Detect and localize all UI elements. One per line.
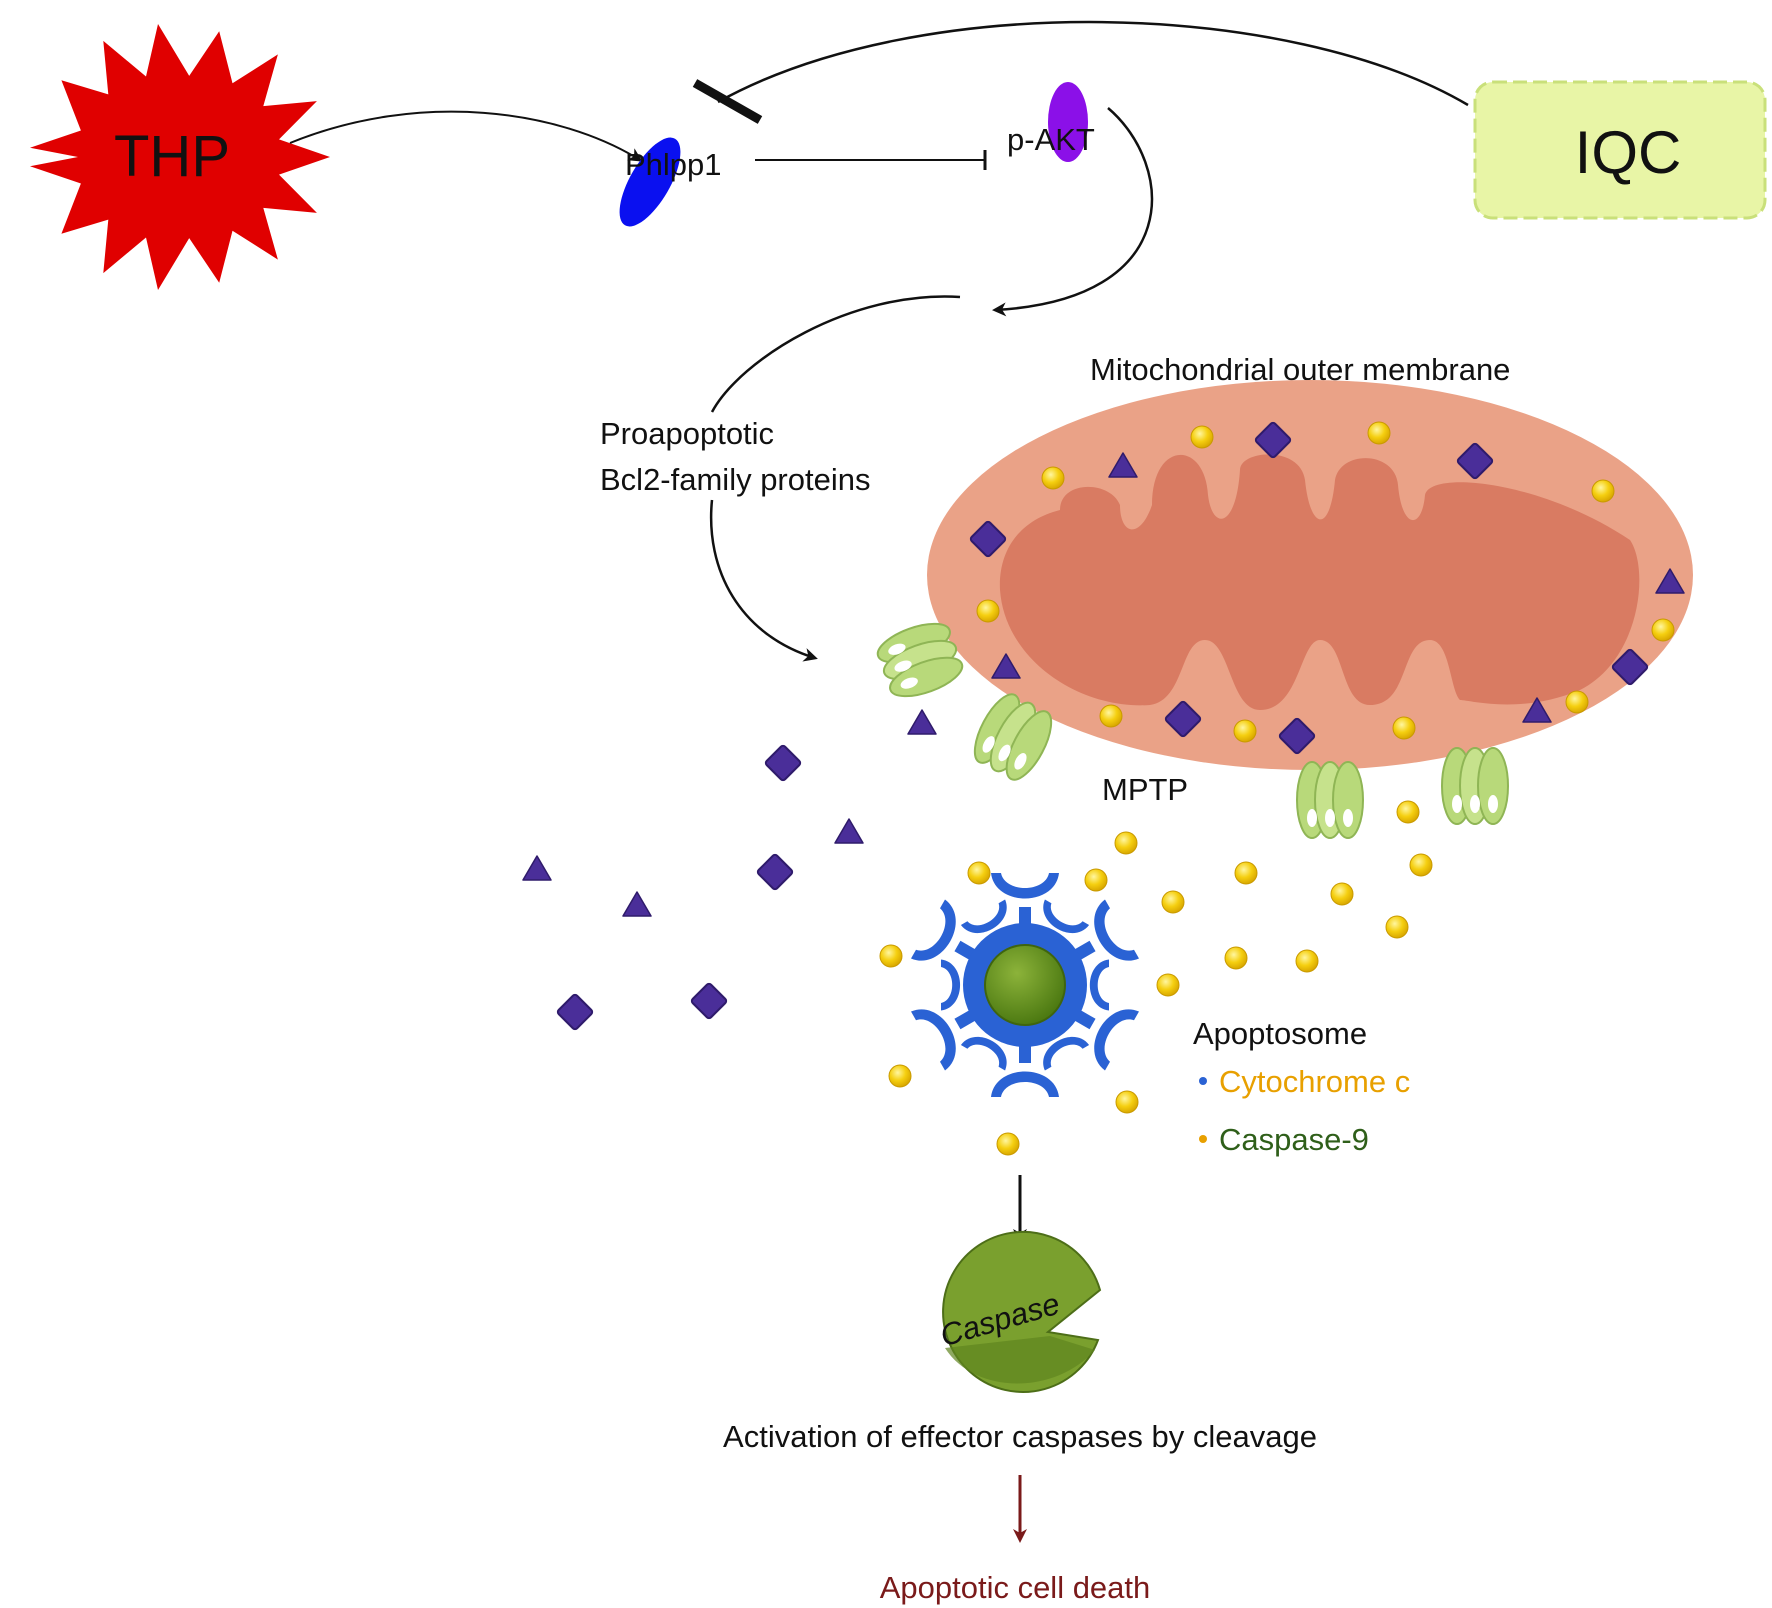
cytochrome-c-legend: Cytochrome c	[1219, 1064, 1410, 1099]
pakt-to-bcl2-arrow	[992, 107, 1154, 317]
caspase9-core	[984, 944, 1066, 1026]
cytochrome-c-dot	[1392, 716, 1416, 740]
mptp-pore	[1441, 747, 1509, 825]
iqc-label: IQC	[1575, 119, 1682, 186]
mptp-pore	[1296, 761, 1364, 839]
cytochrome-c-dot	[1233, 719, 1257, 743]
cytochrome-c-dot	[888, 1064, 912, 1088]
cytochrome-c-dot	[1115, 1090, 1139, 1114]
cytochrome-c-dot	[1565, 690, 1589, 714]
cytochrome-c-dot	[879, 944, 903, 968]
diamond-molecule	[755, 852, 795, 892]
bcl2-to-mito-arrow	[709, 499, 818, 662]
cytochrome-c-dot	[1099, 704, 1123, 728]
inhibition-bar-phlpp1	[692, 79, 763, 124]
cytochrome-c-dot	[1190, 425, 1214, 449]
diamond-molecule	[763, 743, 803, 783]
phlpp1-molecule	[619, 137, 681, 227]
activation-label: Activation of effector caspases by cleav…	[723, 1419, 1317, 1454]
cytochrome-c-dot	[1295, 949, 1319, 973]
thp-to-phlpp1-arrow	[289, 110, 643, 162]
mitochondrion-inner-cristae	[999, 454, 1640, 710]
bcl2-to-mito-curve-top	[710, 295, 961, 413]
legend-bullet-caspase9	[1199, 1135, 1207, 1143]
cytochrome-c-dot	[1161, 890, 1185, 914]
cytochrome-c-dot	[1367, 421, 1391, 445]
legend-bullet-cytochrome	[1199, 1077, 1207, 1085]
caspase-shading	[945, 1336, 1095, 1384]
triangle-molecule	[522, 855, 552, 881]
cytochrome-c-dot	[1084, 868, 1108, 892]
cytochrome-c-dot	[1396, 800, 1420, 824]
cytochrome-c-dot	[967, 861, 991, 885]
iqc-box	[1473, 80, 1767, 220]
iqc-inhibits-phlpp1-line	[717, 20, 1469, 107]
diamond-molecule	[555, 992, 595, 1032]
cytochrome-c-dot	[1330, 882, 1354, 906]
cytochrome-c-dot	[1591, 479, 1615, 503]
cytochrome-c-dot	[1409, 853, 1433, 877]
cytochrome-c-dot	[1041, 466, 1065, 490]
pakt-label: p-AKT	[1007, 122, 1095, 157]
cytochrome-c-dot	[1651, 618, 1675, 642]
bcl2-label-line1: Proapoptotic	[600, 416, 774, 451]
cytochrome-c-dot	[1385, 915, 1409, 939]
caspase9-legend: Caspase-9	[1219, 1122, 1369, 1157]
thp-label: THP	[114, 124, 230, 189]
cytochrome-c-dot	[1114, 831, 1138, 855]
phlpp1-label: Phlpp1	[625, 147, 722, 182]
cytochrome-c-dot	[996, 1132, 1020, 1156]
triangle-molecule	[834, 818, 864, 844]
triangle-molecule	[622, 891, 652, 917]
pakt-molecule	[1048, 82, 1088, 162]
cytochrome-c-dot	[1224, 946, 1248, 970]
diamond-molecule	[689, 981, 729, 1021]
apoptosome	[911, 873, 1139, 1097]
cytochrome-c-dot	[976, 599, 1000, 623]
triangle-molecule	[907, 709, 937, 735]
apoptotic-death-label: Apoptotic cell death	[880, 1570, 1151, 1605]
apoptosome-label: Apoptosome	[1193, 1016, 1367, 1051]
mptp-label: MPTP	[1102, 772, 1188, 807]
cytochrome-c-dot	[1156, 973, 1180, 997]
bcl2-label-line2: Bcl2-family proteins	[600, 462, 870, 497]
cytochrome-c-dot	[1234, 861, 1258, 885]
thp-burst	[30, 24, 330, 290]
